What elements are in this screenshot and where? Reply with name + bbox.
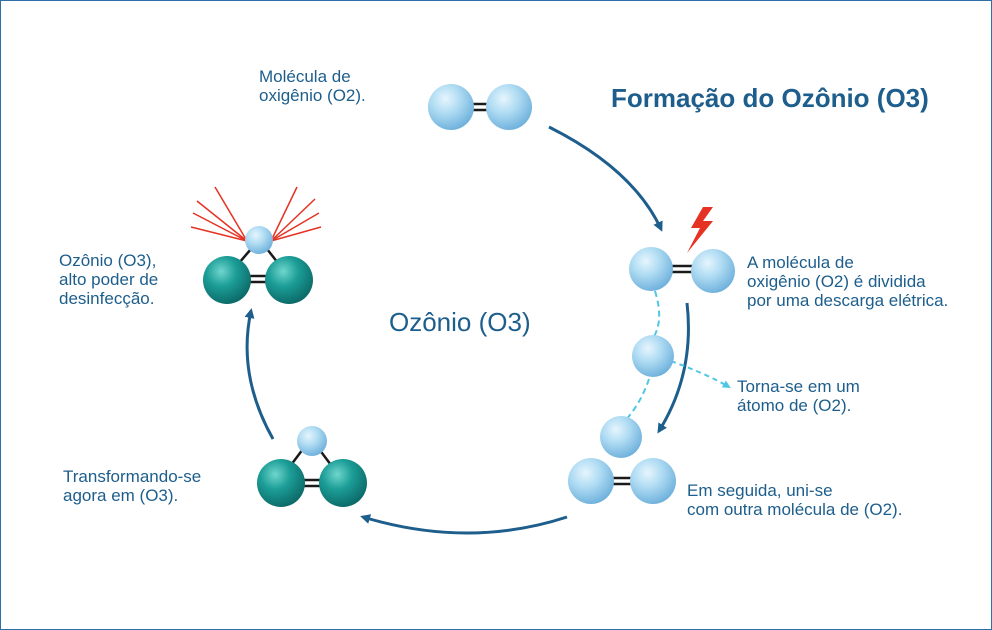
step-label-join: Em seguida, uni-se com outra molécula de… [687, 481, 903, 519]
ozone-atom [265, 256, 313, 304]
burst-rays-icon [190, 186, 322, 242]
oxygen-atom [297, 426, 327, 456]
step-label-single-atom: Torna-se em um átomo de (O2). [737, 377, 860, 415]
oxygen-atom [486, 84, 532, 130]
arrow-top-right [548, 125, 663, 232]
step-label-ozone: Ozônio (O3), alto poder de desinfecção. [59, 251, 159, 308]
dashed-link-join [624, 378, 650, 422]
oxygen-single-atom [632, 335, 674, 377]
step-label-transforming: Transformando-se agora em (O3). [63, 467, 202, 505]
ozone-atom [319, 459, 367, 507]
arrow-left [244, 308, 275, 440]
dashed-link-split [650, 290, 661, 342]
oxygen-atom [568, 458, 614, 504]
cycle-arrows [244, 125, 690, 535]
ozone-molecule-final [203, 226, 313, 304]
oxygen-atom [629, 247, 673, 291]
oxygen-atom [600, 416, 642, 458]
center-label: Ozônio (O3) [389, 307, 531, 337]
lightning-bolt-icon [687, 207, 713, 253]
oxygen-joining-group [568, 416, 676, 504]
oxygen-atom [245, 226, 273, 254]
ozone-atom [257, 459, 305, 507]
ozone-atom [203, 256, 251, 304]
diagram-title: Formação do Ozônio (O3) [611, 83, 929, 113]
dashed-link-to-atom-label [670, 360, 731, 389]
step-label-oxygen-molecule: Molécula de oxigênio (O2). [259, 67, 366, 105]
arrow-bottom [360, 514, 568, 535]
step-label-split: A molécula de oxigênio (O2) é dividida p… [747, 253, 949, 310]
ozone-molecule-forming [257, 426, 367, 507]
oxygen-molecule-top [428, 84, 532, 130]
oxygen-molecule-split [629, 247, 735, 293]
oxygen-atom [630, 458, 676, 504]
oxygen-atom [428, 84, 474, 130]
oxygen-atom [691, 249, 735, 293]
arrow-right [657, 302, 690, 434]
